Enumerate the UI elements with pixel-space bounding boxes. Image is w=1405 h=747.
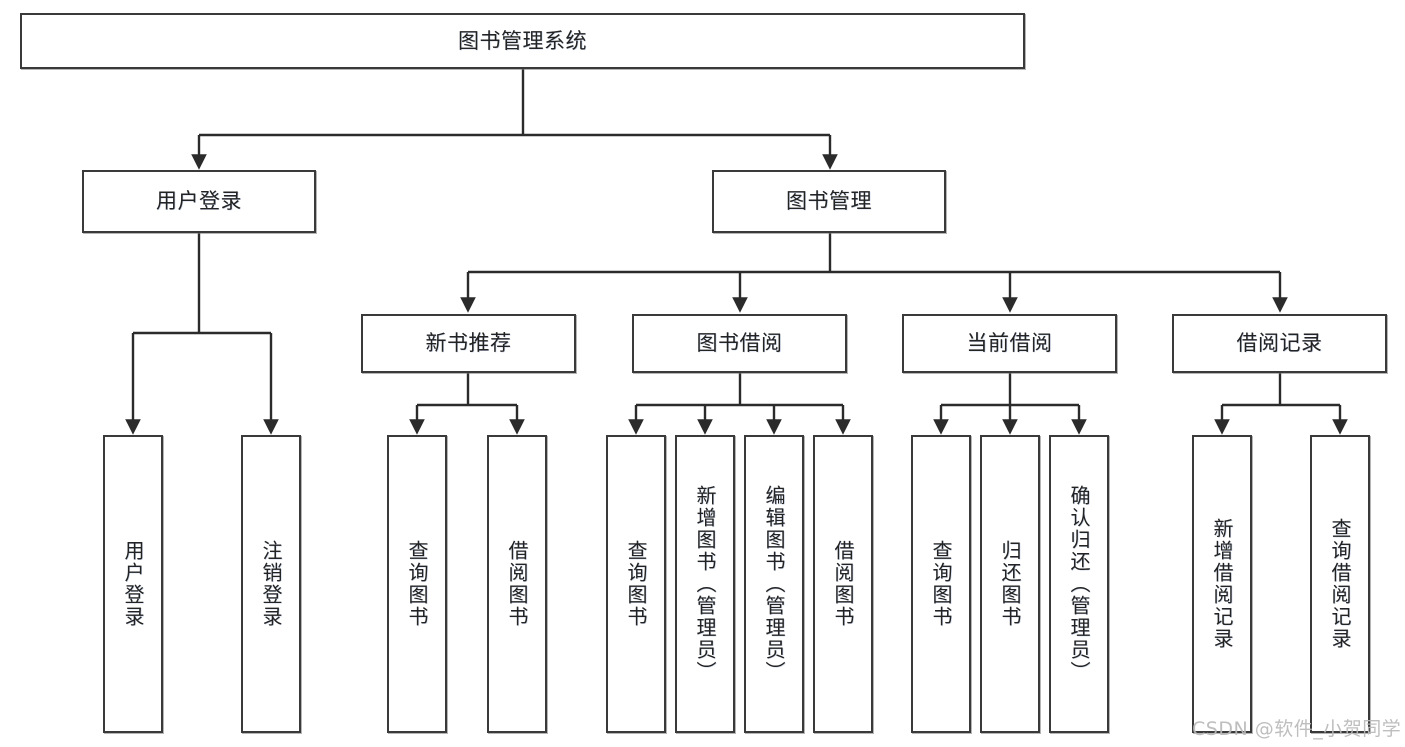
- node-leaf-query-record[interactable]: 查询借阅记录: [1310, 435, 1370, 733]
- node-leaf-user-logout-label: 注销登录: [259, 540, 283, 628]
- node-leaf-edit-book-label: 编辑图书（管理员）: [762, 485, 786, 683]
- node-current-borrow-label: 当前借阅: [966, 331, 1053, 356]
- node-borrow-record[interactable]: 借阅记录: [1172, 314, 1387, 373]
- node-book-manage[interactable]: 图书管理: [712, 170, 946, 233]
- node-book-borrow[interactable]: 图书借阅: [632, 314, 847, 373]
- node-leaf-return-book-label: 归还图书: [998, 540, 1022, 628]
- node-leaf-query-book-1[interactable]: 查询图书: [387, 435, 447, 733]
- node-leaf-return-book[interactable]: 归还图书: [980, 435, 1040, 733]
- node-leaf-add-record[interactable]: 新增借阅记录: [1192, 435, 1252, 733]
- node-leaf-add-record-label: 新增借阅记录: [1210, 518, 1234, 650]
- node-leaf-confirm-return-label: 确认归还（管理员）: [1067, 485, 1091, 683]
- node-leaf-add-book[interactable]: 新增图书（管理员）: [675, 435, 735, 733]
- node-current-borrow[interactable]: 当前借阅: [902, 314, 1117, 373]
- node-leaf-query-book-1-label: 查询图书: [405, 540, 429, 628]
- node-leaf-borrow-book-1-label: 借阅图书: [505, 540, 529, 628]
- node-leaf-query-record-label: 查询借阅记录: [1328, 518, 1352, 650]
- node-leaf-add-book-label: 新增图书（管理员）: [693, 485, 717, 683]
- node-user-login-label: 用户登录: [156, 189, 242, 214]
- node-book-manage-label: 图书管理: [786, 189, 872, 214]
- node-leaf-query-book-2[interactable]: 查询图书: [606, 435, 666, 733]
- node-leaf-borrow-book-2[interactable]: 借阅图书: [813, 435, 873, 733]
- node-leaf-edit-book[interactable]: 编辑图书（管理员）: [744, 435, 804, 733]
- node-leaf-borrow-book-1[interactable]: 借阅图书: [487, 435, 547, 733]
- node-book-borrow-label: 图书借阅: [696, 331, 783, 356]
- node-leaf-user-login[interactable]: 用户登录: [103, 435, 163, 733]
- node-leaf-query-book-3[interactable]: 查询图书: [911, 435, 971, 733]
- node-user-login[interactable]: 用户登录: [82, 170, 316, 233]
- node-root[interactable]: 图书管理系统: [20, 13, 1025, 69]
- node-new-book-rec[interactable]: 新书推荐: [361, 314, 576, 373]
- node-leaf-query-book-3-label: 查询图书: [929, 540, 953, 628]
- node-borrow-record-label: 借阅记录: [1236, 331, 1323, 356]
- node-root-label: 图书管理系统: [458, 28, 587, 53]
- node-new-book-rec-label: 新书推荐: [425, 331, 512, 356]
- node-leaf-confirm-return[interactable]: 确认归还（管理员）: [1049, 435, 1109, 733]
- csdn-watermark: CSDN @软件_小贺同学: [1192, 718, 1402, 740]
- node-leaf-user-login-label: 用户登录: [121, 540, 145, 628]
- node-leaf-borrow-book-2-label: 借阅图书: [831, 540, 855, 628]
- node-leaf-user-logout[interactable]: 注销登录: [241, 435, 301, 733]
- node-leaf-query-book-2-label: 查询图书: [624, 540, 648, 628]
